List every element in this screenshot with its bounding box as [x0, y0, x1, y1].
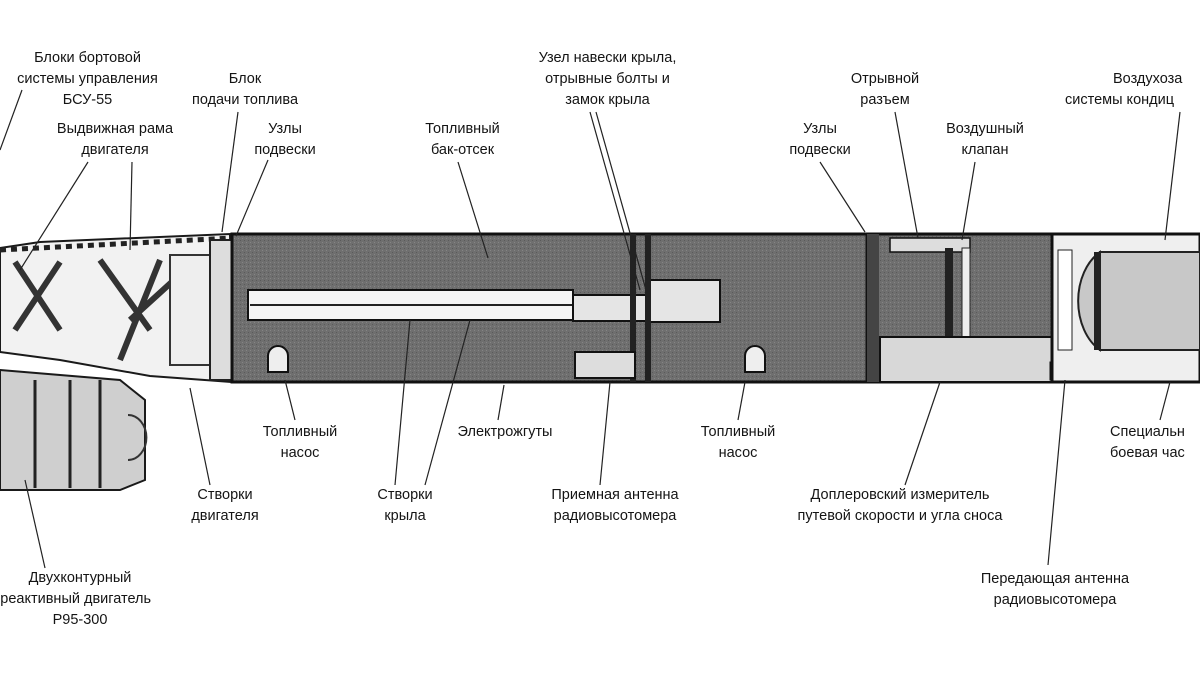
label-wing-doors: Створки крыла — [377, 487, 433, 524]
label-bsu-blocks: Блоки бортовой системы управления БСУ-55 — [17, 50, 158, 108]
label-rx-antenna: Приемная антенна радиовысотомера — [551, 487, 679, 524]
label-fuel-pump-rear: Топливный насос — [700, 424, 776, 461]
label-suspension-nodes-front: Узлы подвески — [254, 121, 316, 158]
label-air-valve: Воздушный клапан — [946, 121, 1024, 158]
warhead-section — [1050, 232, 1200, 384]
label-tx-antenna: Передающая антенна радиовысотомера — [980, 571, 1130, 608]
label-engine-doors: Створки двигателя — [191, 487, 259, 524]
label-doppler: Доплеровский измеритель путевой скорости… — [797, 487, 1003, 524]
label-breakaway-connector: Отрывной разъем — [850, 71, 920, 108]
engine-bay — [0, 232, 234, 384]
label-fuel-feed-block: Блок подачи топлива — [191, 71, 299, 108]
label-engine-frame: Выдвижная рама двигателя — [56, 121, 174, 158]
label-engine: Двухконтурный бореактивный двигатель Р95… — [0, 570, 152, 628]
label-air-intake: Воздухоза системы кондиц — [1065, 71, 1183, 108]
fuel-tank-compartment — [230, 232, 869, 384]
leader-lines — [0, 89, 1181, 569]
label-wing-mount: Узел навески крыла, отрывные болты и зам… — [538, 50, 677, 108]
label-wiring-harness: Электрожгуты — [457, 424, 553, 440]
label-fuel-pump-front: Топливный насос — [262, 424, 338, 461]
engine-nacelle — [0, 368, 148, 491]
label-fuel-tank: Топливный бак-отсек — [425, 121, 500, 158]
label-suspension-nodes-rear: Узлы подвески — [789, 121, 851, 158]
label-warhead: Специальн боевая час — [1110, 424, 1185, 461]
